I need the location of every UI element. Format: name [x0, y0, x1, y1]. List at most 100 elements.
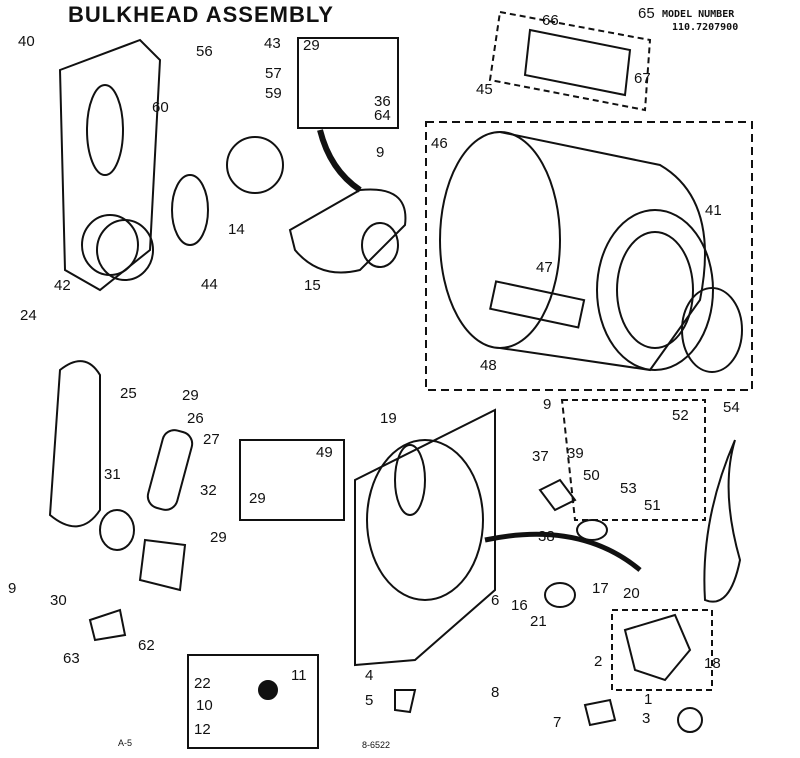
seal-ring	[96, 219, 154, 281]
part-label: 9	[543, 396, 551, 413]
inset-box-switch	[560, 399, 706, 521]
part-label: 25	[120, 385, 137, 402]
part-label: 32	[200, 482, 217, 499]
part-label: 24	[20, 307, 37, 324]
part-label: 29	[210, 529, 227, 546]
part-label: 51	[644, 497, 661, 514]
belt-6	[703, 439, 742, 603]
part-label: 60	[152, 99, 169, 116]
part-label: 53	[620, 480, 637, 497]
part-label: 37	[532, 448, 549, 465]
diagram-code: 8-6522	[362, 740, 391, 750]
part-label: 27	[203, 431, 220, 448]
drum-rear	[439, 131, 561, 349]
model-label: MODEL NUMBER	[662, 9, 735, 20]
motor-box	[611, 609, 713, 691]
part-label: 15	[304, 277, 321, 294]
part-label: 5	[365, 692, 373, 709]
ring-44	[171, 174, 209, 246]
baffle-47	[489, 280, 586, 329]
part-label: 3	[642, 710, 650, 727]
part-label: 62	[138, 637, 155, 654]
part-label: 20	[623, 585, 640, 602]
part-label: 22	[194, 675, 211, 692]
part-label: 54	[723, 399, 740, 416]
part-label: 67	[634, 70, 651, 87]
part-label: 38	[538, 528, 555, 545]
part-label: 52	[672, 407, 689, 424]
part-label: 17	[592, 580, 609, 597]
lint-screen	[488, 10, 652, 112]
part-label: 16	[511, 597, 528, 614]
part-label: 4	[365, 667, 373, 684]
part-label: 66	[542, 12, 559, 29]
drum-body	[499, 131, 706, 372]
part-label: 29	[249, 490, 266, 507]
belt-seal-25	[48, 360, 101, 528]
part-label: 31	[104, 466, 121, 483]
part-37	[538, 478, 577, 512]
part-label: 2	[594, 653, 602, 670]
part-label: 47	[536, 259, 553, 276]
drum-seal-41	[681, 287, 743, 373]
part-label: 48	[480, 357, 497, 374]
part-label: 43	[264, 35, 281, 52]
inset-box-hardware	[297, 37, 399, 129]
model-number-block: MODEL NUMBER 110.7207900	[662, 8, 738, 34]
part-label: 7	[553, 714, 561, 731]
part-label: 50	[583, 467, 600, 484]
part-label: 41	[705, 202, 722, 219]
bracket-27	[146, 429, 194, 511]
inset-box-idler	[187, 654, 319, 749]
bracket-8	[583, 698, 617, 727]
part-label: 1	[644, 691, 652, 708]
panel-opening	[86, 84, 124, 176]
front-panel	[58, 38, 162, 292]
pulley-4	[677, 707, 703, 733]
part-label: 40	[18, 33, 35, 50]
part-label: 26	[187, 410, 204, 427]
part-label: 19	[380, 410, 397, 427]
part-label: 29	[303, 37, 320, 54]
bearing-39	[576, 519, 608, 541]
pulley-31	[99, 509, 135, 551]
clip-7	[394, 689, 417, 714]
idler-20	[544, 582, 576, 608]
part-label: 18	[704, 655, 721, 672]
part-label: 12	[194, 721, 211, 738]
inset-box-49	[239, 439, 345, 521]
motor-1	[623, 613, 692, 682]
part-label: 64	[374, 107, 391, 124]
part-label: 11	[291, 667, 307, 684]
part-label: 21	[530, 613, 547, 630]
part-label: 44	[201, 276, 218, 293]
blower-housing	[288, 188, 407, 274]
part-label: 9	[376, 144, 384, 161]
part-label: 30	[50, 592, 67, 609]
part-label: 49	[316, 444, 333, 461]
part-label: 10	[196, 697, 213, 714]
part-label: 39	[567, 445, 584, 462]
blower-wheel	[226, 136, 284, 194]
part-label: 9	[8, 580, 16, 597]
part-label: 29	[182, 387, 199, 404]
diagram-title: BULKHEAD ASSEMBLY	[68, 2, 334, 27]
part-label: 8	[491, 684, 499, 701]
part-label: 14	[228, 221, 245, 238]
bulkhead-19	[354, 408, 496, 667]
part-label: 6	[491, 592, 499, 609]
part-62	[88, 608, 127, 642]
cup-32	[138, 538, 187, 592]
page-ref: A-5	[118, 738, 133, 748]
part-label: 59	[265, 85, 282, 102]
drum-group-box	[425, 121, 753, 391]
part-label: 46	[431, 135, 448, 152]
part-label: 42	[54, 277, 71, 294]
part-label: 57	[265, 65, 282, 82]
part-label: 65	[638, 5, 655, 22]
part-label: 63	[63, 650, 80, 667]
part-label: 36	[374, 93, 391, 110]
part-label: 56	[196, 43, 213, 60]
